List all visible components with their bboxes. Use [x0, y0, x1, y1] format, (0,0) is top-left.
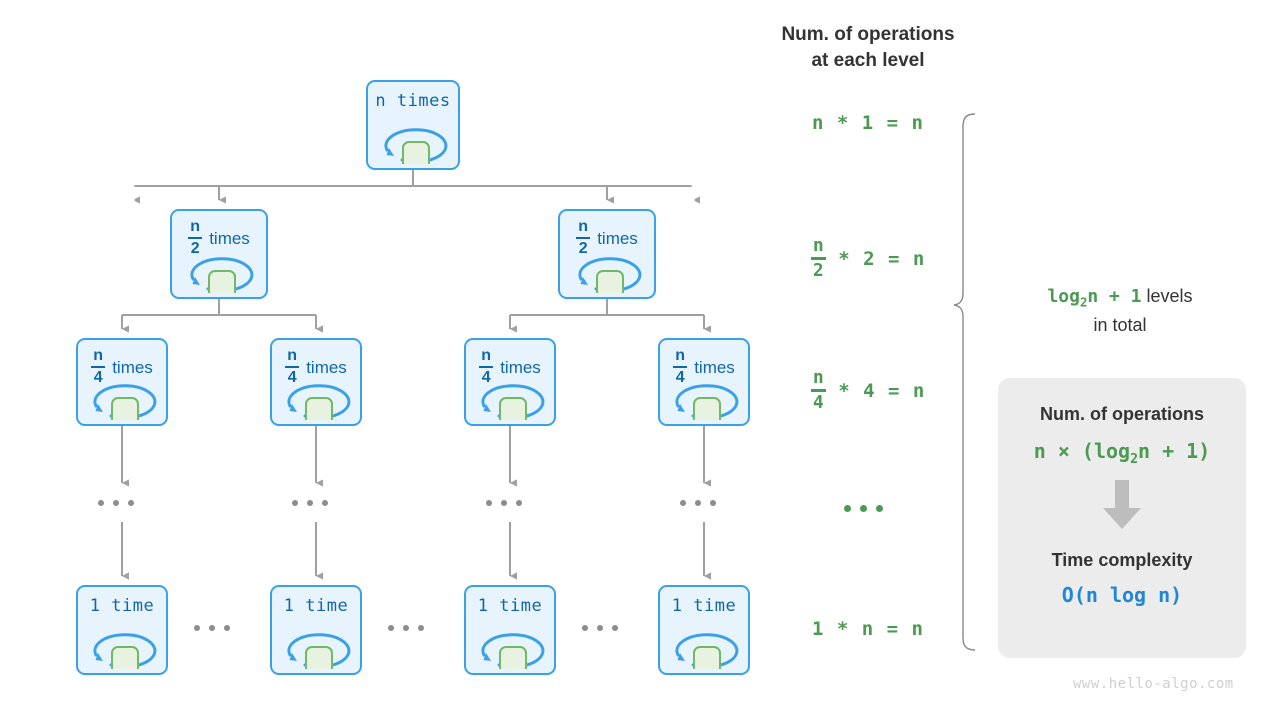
fraction-numerator: n	[812, 367, 824, 388]
fraction-denominator: 4	[675, 369, 685, 386]
operations-row-row5: 1 * n = n	[812, 618, 924, 640]
fraction-numerator: n	[93, 347, 104, 364]
self-loop-icon	[283, 623, 353, 676]
fraction-bar	[479, 366, 494, 368]
self-loop-icon	[89, 374, 159, 427]
fraction-bar	[285, 366, 300, 368]
horizontal-ellipsis-2	[388, 625, 424, 631]
operations-row-ellipsis	[844, 505, 883, 512]
horizontal-ellipsis-1	[194, 625, 230, 631]
fraction-denominator: 4	[287, 369, 297, 386]
fraction-numerator: n	[481, 347, 492, 364]
levels-note-line2: in total	[1093, 315, 1147, 336]
fraction-bar	[91, 366, 106, 368]
fraction-denominator: 2	[812, 260, 824, 281]
card-heading-complexity: Time complexity	[1051, 550, 1193, 570]
fraction-bar	[673, 366, 688, 368]
self-loop-icon	[477, 623, 547, 676]
tree-node-label: 1 time	[283, 596, 349, 616]
self-loop-icon	[571, 247, 647, 300]
tree-node-label: 1 time	[477, 596, 543, 616]
card-formula-operations: n × (log2n + 1)	[1033, 439, 1211, 467]
card-heading-operations: Num. of operations	[1039, 404, 1204, 424]
operations-row-row1: n * 1 = n	[812, 112, 924, 134]
levels-note: log2n + 1 levels in total	[970, 283, 1270, 338]
self-loop-icon	[89, 623, 159, 676]
fraction-bar	[188, 237, 203, 239]
operations-row-text: * 4 = n	[838, 380, 926, 402]
summary-card: Num. of operations n × (log2n + 1) Time …	[998, 378, 1246, 658]
levels-note-line1: log2n + 1 levels	[970, 283, 1270, 312]
fraction-numerator: n	[675, 347, 686, 364]
tree-node-label-text: times	[694, 358, 735, 377]
self-loop-icon	[477, 374, 547, 427]
self-loop-icon	[183, 247, 259, 300]
operations-row-text: * 2 = n	[838, 248, 926, 270]
fraction-denominator: 2	[190, 240, 200, 257]
levels-note-tail: levels	[1146, 286, 1193, 306]
self-loop-icon	[671, 374, 741, 427]
fraction-bar	[810, 257, 826, 260]
vertical-ellipsis-4	[680, 500, 716, 506]
fraction-numerator: n	[287, 347, 298, 364]
tree-node-n4c: 1 time	[464, 585, 556, 676]
tree-node-label: n times	[375, 91, 451, 111]
down-arrow-icon	[1101, 480, 1143, 535]
watermark: www.hello-algo.com	[1073, 676, 1234, 692]
tree-node-label-text: times	[112, 358, 153, 377]
tree-node-label-text: times	[209, 229, 250, 248]
card-formula-complexity: O(n log n)	[1061, 583, 1183, 607]
vertical-ellipsis-3	[486, 500, 522, 506]
tree-node-label: 1 time	[671, 596, 737, 616]
operations-column-title: Num. of operations at each level	[781, 24, 955, 71]
tree-node-label-text: times	[306, 358, 347, 377]
tree-node-n4d: 1 time	[658, 585, 750, 676]
fraction-numerator: n	[812, 235, 824, 256]
fraction-bar	[810, 389, 826, 392]
fraction-denominator: 4	[93, 369, 103, 386]
tree-node-n1: n times	[366, 80, 460, 171]
horizontal-ellipsis-3	[582, 625, 618, 631]
fraction-denominator: 4	[812, 392, 824, 413]
self-loop-icon	[671, 623, 741, 676]
fraction-numerator: n	[190, 218, 201, 235]
fraction-numerator: n	[578, 218, 589, 235]
fraction-bar	[576, 237, 591, 239]
levels-formula: log2n + 1	[1047, 286, 1142, 310]
fraction-denominator: 4	[481, 369, 491, 386]
tree-node-label-text: times	[500, 358, 541, 377]
self-loop-icon	[283, 374, 353, 427]
self-loop-icon	[379, 118, 451, 171]
vertical-ellipsis-1	[98, 500, 134, 506]
tree-node-label-text: times	[597, 229, 638, 248]
tree-node-label: 1 time	[89, 596, 155, 616]
tree-node-n4b: 1 time	[270, 585, 362, 676]
tree-node-n4a: 1 time	[76, 585, 168, 676]
fraction-denominator: 2	[578, 240, 588, 257]
vertical-ellipsis-2	[292, 500, 328, 506]
